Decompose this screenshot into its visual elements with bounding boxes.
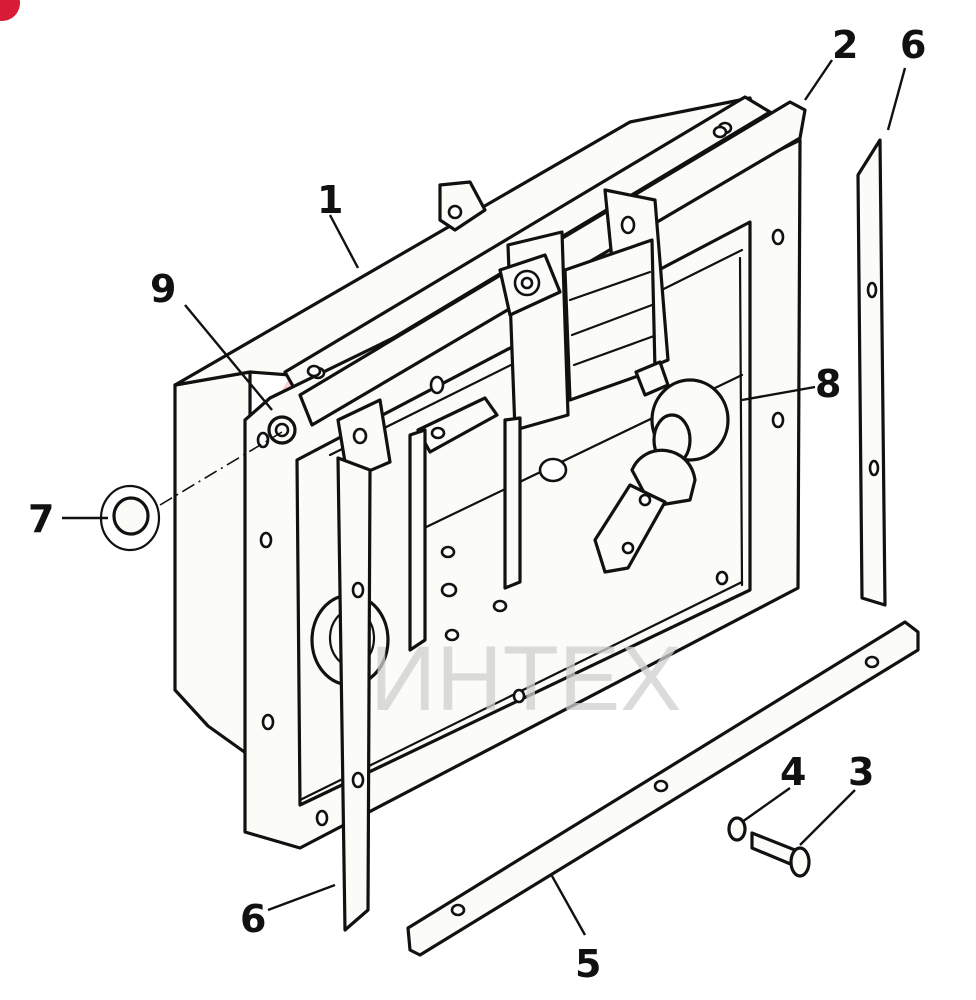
callout-1: 1 [317,178,343,222]
washer [727,816,747,842]
left-vertical-strip [336,456,372,932]
callout-6-left: 6 [240,897,266,941]
leader-lines [62,59,907,936]
callout-7: 7 [28,497,54,541]
watermark-text: ИНТЕХ [370,628,682,730]
callout-9: 9 [150,267,176,311]
housing-box [173,95,802,850]
knob-assembly [593,360,730,574]
screw-head [267,415,297,445]
callout-8: 8 [815,362,841,406]
callout-6-right: 6 [900,23,926,67]
callout-5: 5 [575,942,601,986]
callout-2: 2 [832,23,858,67]
bolt [750,831,811,878]
callout-4: 4 [780,750,806,794]
internal-mechanism [336,188,670,652]
corner-badge [0,0,20,21]
right-vertical-strip [856,138,887,607]
callout-3: 3 [848,750,874,794]
bottom-trim-strip [406,620,920,957]
